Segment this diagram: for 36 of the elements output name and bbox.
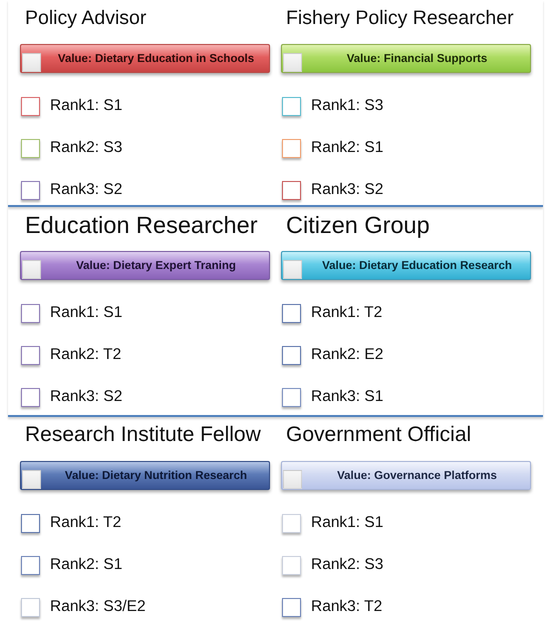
role-heading: Policy Advisor <box>25 6 146 31</box>
value-banner <box>20 251 270 280</box>
rank-label: Rank2: T2 <box>50 346 122 364</box>
rank-label: Rank3: S3/E2 <box>50 598 146 616</box>
rank-label: Rank3: T2 <box>311 598 382 616</box>
rank-label: Rank2: E2 <box>311 346 384 364</box>
value-label: Value: Governance Platforms <box>337 470 497 482</box>
role-heading: Education Researcher <box>25 211 258 240</box>
rank-label: Rank2: S3 <box>311 556 384 574</box>
value-label: Value: Financial Supports <box>346 52 488 64</box>
rank-label: Rank1: T2 <box>311 304 382 322</box>
rank-label: Rank3: S2 <box>311 181 384 199</box>
role-heading: Research Institute Fellow <box>25 422 261 448</box>
value-banner <box>281 251 531 280</box>
rank-label: Rank1: T2 <box>50 514 122 532</box>
rank-label: Rank3: S2 <box>50 388 122 406</box>
rank-label: Rank1: S1 <box>50 97 122 115</box>
value-banner <box>281 461 531 490</box>
value-label: Value: Dietary Expert Traning <box>76 260 236 272</box>
rank-label: Rank2: S3 <box>50 139 122 157</box>
role-heading: Citizen Group <box>286 211 430 240</box>
value-label: Value: Dietary Education Research <box>322 260 512 272</box>
rank-label: Rank2: S1 <box>50 556 122 574</box>
rank-label: Rank3: S2 <box>50 181 122 199</box>
rank-label: Rank1: S1 <box>50 304 122 322</box>
value-label: Value: Dietary Nutrition Research <box>64 470 248 482</box>
rank-label: Rank2: S1 <box>311 139 384 157</box>
value-label: Value: Dietary Education in Schools <box>58 52 254 64</box>
value-banner <box>20 461 270 490</box>
role-heading: Fishery Policy Researcher <box>286 6 514 31</box>
value-banner <box>281 44 531 73</box>
role-heading: Government Official <box>286 422 472 448</box>
value-banner <box>20 44 270 73</box>
rank-label: Rank1: S1 <box>311 514 384 532</box>
rank-label: Rank3: S1 <box>311 388 384 406</box>
rank-label: Rank1: S3 <box>311 97 384 115</box>
